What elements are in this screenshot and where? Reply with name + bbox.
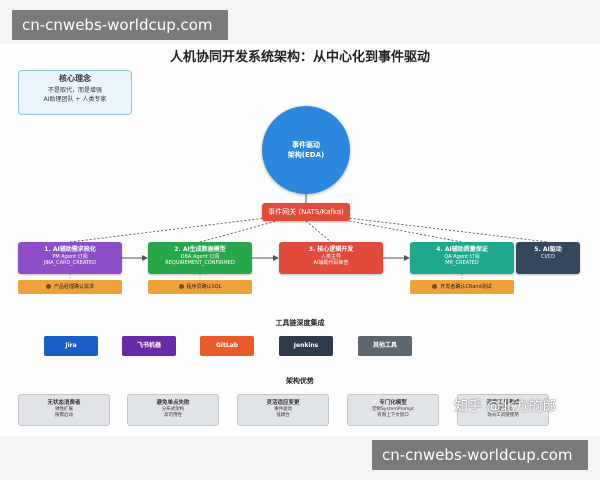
person-icon (432, 284, 438, 289)
stage-line: REQUIREMENT_CONFIRMED (165, 260, 235, 266)
hub-label-line2: 架构(EDA) (287, 151, 325, 159)
advantage-line: 低耦合 (276, 413, 290, 418)
eda-hub-circle: 事件驱动 架构(EDA) (262, 106, 350, 194)
advantage-line: 现有工具链使用 (487, 413, 519, 418)
advantage-card: 无状态消费者 弹性扩展 按需启动 (18, 394, 110, 426)
role-label: 产品经理确认需求 (53, 284, 94, 290)
stage-line: PM Agent 订阅 (52, 254, 88, 260)
person-icon (45, 284, 51, 289)
advantage-line: 定制SystemPrompt (372, 407, 414, 412)
advantage-card: 专门化模型 定制SystemPrompt 有限上下文窗口 (347, 394, 439, 426)
core-concept-title: 核心理念 (59, 74, 91, 83)
advantage-line: 按需启动 (55, 413, 73, 418)
role-box-dev-sql: 程序员确认SQL (148, 280, 252, 294)
tool-jira: Jira (44, 336, 98, 356)
stage-5-box: 5. AI驱动 CI/CD (516, 242, 580, 274)
stage-line: QA Agent 订阅 (444, 254, 480, 260)
advantage-line: 有限上下文窗口 (377, 413, 409, 418)
stage-1-box: 1. AI辅助需求梳化 PM Agent 订阅 JIRA_CARD_CREATE… (18, 242, 122, 274)
advantage-title: 灵活适应变更 (266, 400, 300, 406)
core-concept-line: 不是取代，而是增强 (47, 87, 102, 94)
event-gateway: 事件网关 (NATS/Kafka) (262, 203, 350, 221)
stage-line: AI辅助代码审查 (313, 260, 349, 266)
advantage-title: 避免单点失败 (156, 400, 190, 406)
gateway-link-3 (305, 220, 332, 243)
hub-label-line1: 事件驱动 (292, 141, 320, 149)
tool-gitlab: GitLab (200, 336, 254, 356)
advantage-line: 深度融合 (494, 407, 512, 412)
gateway-link-4 (305, 212, 463, 243)
site-watermark-bottom: cn-cnwebs-worldcup.com (372, 440, 588, 470)
role-label: 开发者确认CRand测试 (440, 284, 492, 290)
stage-line: CI/CD (541, 254, 555, 260)
advantage-title: 专门化模型 (379, 400, 407, 406)
author-overlay: 知乎 @北方的郎 (454, 399, 557, 415)
advantage-title: 无状态消费者 (47, 400, 81, 406)
role-label: 程序员确认SQL (186, 284, 222, 290)
role-box-dev-test: 开发者确认CRand测试 (410, 280, 514, 294)
stage-line: MR_CREATED (445, 260, 479, 266)
tool-other: 其他工具 (358, 336, 412, 356)
advantage-card: 灵活适应变更 事件驱动 低耦合 (237, 394, 329, 426)
person-icon (178, 284, 184, 289)
stage-line: JIRA_CARD_CREATED (43, 260, 97, 266)
advantage-card: 避免单点失败 分布式架构 高可用性 (127, 394, 219, 426)
stage-title: 4. AI辅助质量保证 (436, 246, 488, 253)
advantages-heading: 架构优势 (286, 377, 314, 385)
stage-title: 2. AI生成数据模型 (174, 246, 226, 253)
diagram-title: 人机协同开发系统架构：从中心化到事件驱动 (169, 50, 430, 65)
tool-feishu: 飞书机器 (122, 336, 176, 356)
site-watermark-top: cn-cnwebs-worldcup.com (12, 10, 228, 40)
advantage-title: 深度工具集成 (486, 400, 520, 406)
stage-2-box: 2. AI生成数据模型 DBA Agent 订阅 REQUIREMENT_CON… (148, 242, 252, 274)
advantage-card: 深度工具集成 深度融合 现有工具链使用 (457, 394, 549, 426)
advantage-line: 高可用性 (164, 413, 182, 418)
role-box-pm: 产品经理确认需求 (18, 280, 122, 294)
stage-title: 3. 核心逻辑开发 (308, 246, 354, 253)
advantage-line: 事件驱动 (274, 407, 292, 412)
stage-line: DBA Agent 订阅 (180, 254, 220, 260)
core-concept-line: AI助理团队 + 人类专家 (43, 96, 107, 103)
advantage-line: 分布式架构 (161, 407, 185, 412)
stage-3-box: 3. 核心逻辑开发 人类主导 AI辅助代码审查 (279, 242, 383, 274)
core-concept-box: 核心理念 不是取代，而是增强 AI助理团队 + 人类专家 (18, 70, 132, 115)
toolchain-heading: 工具链深度集成 (275, 319, 325, 327)
stage-title: 1. AI辅助需求梳化 (44, 246, 96, 253)
stage-line: 人类主导 (320, 254, 341, 260)
advantage-line: 弹性扩展 (55, 407, 73, 412)
tool-jenkins: Jenkins (279, 336, 333, 356)
hub-label: 事件驱动 架构(EDA) (262, 140, 350, 160)
stage-title: 5. AI驱动 (534, 246, 562, 253)
stage-4-box: 4. AI辅助质量保证 QA Agent 订阅 MR_CREATED (410, 242, 514, 274)
